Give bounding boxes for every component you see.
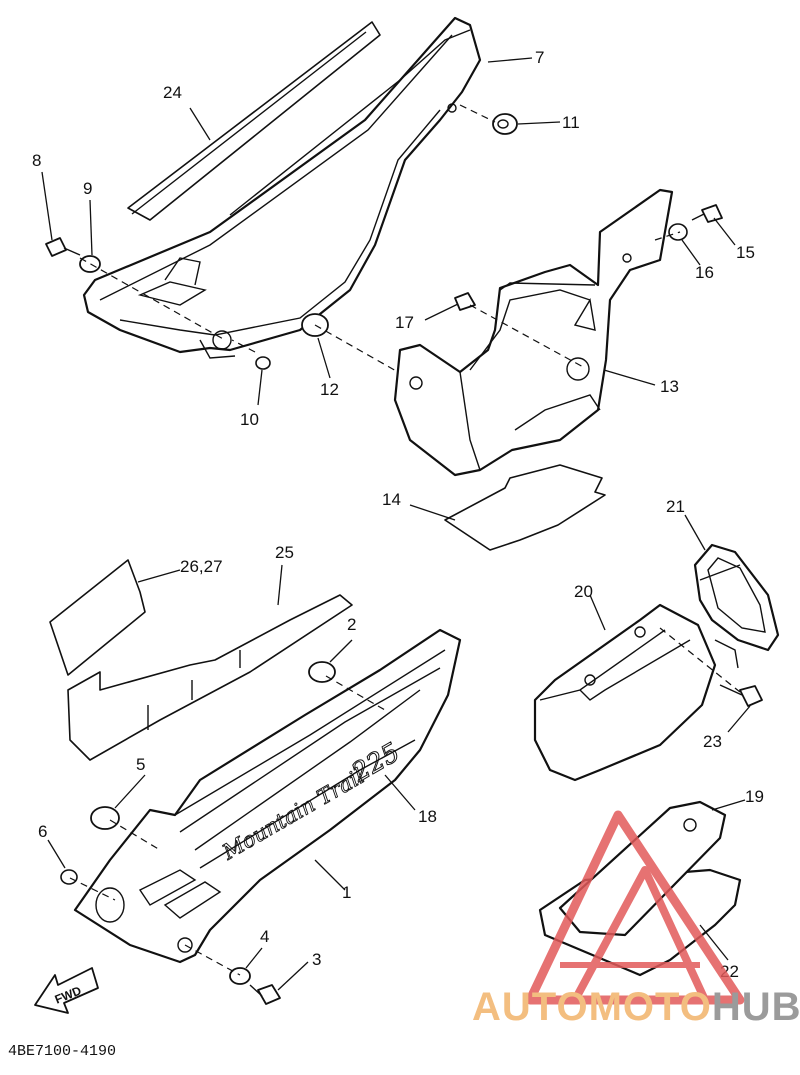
callout-1: 1	[342, 883, 351, 902]
tool-box-20	[533, 603, 717, 782]
callout-labels: 7 11 24 8 9 10 12 17 13 15 16 14 26,27 2…	[32, 48, 764, 981]
callout-17: 17	[395, 313, 414, 332]
upper-side-cover	[82, 16, 482, 359]
callout-8: 8	[32, 151, 41, 170]
callout-16: 16	[695, 263, 714, 282]
callout-10: 10	[240, 410, 259, 429]
diagram-code: 4BE7100-4190	[8, 1043, 116, 1060]
watermark-logo-icon	[525, 810, 745, 1005]
watermark-text: AUTOMOTOHUB	[472, 985, 800, 1029]
callout-25: 25	[275, 543, 294, 562]
callout-12: 12	[320, 380, 339, 399]
fwd-arrow: FWD	[34, 967, 99, 1014]
upper-decal-24	[127, 21, 381, 221]
callout-20: 20	[574, 582, 593, 601]
callout-26-27: 26,27	[180, 557, 223, 576]
seal-14	[444, 464, 606, 551]
watermark-suffix: HUB	[712, 985, 800, 1029]
callout-13: 13	[660, 377, 679, 396]
callout-19: 19	[745, 787, 764, 806]
callout-2: 2	[347, 615, 356, 634]
handle-21	[693, 543, 780, 669]
lower-side-cover	[73, 628, 462, 964]
callout-6: 6	[38, 822, 47, 841]
callout-15: 15	[736, 243, 755, 262]
callout-24: 24	[163, 83, 182, 102]
assembly-lines	[69, 104, 741, 976]
callout-18: 18	[418, 807, 437, 826]
watermark: AUTOMOTOHUB	[472, 810, 800, 1029]
callout-4: 4	[260, 927, 269, 946]
callout-3: 3	[312, 950, 321, 969]
callout-14: 14	[382, 490, 401, 509]
callout-5: 5	[136, 755, 145, 774]
leader-lines	[41, 57, 751, 991]
callout-21: 21	[666, 497, 685, 516]
callout-7: 7	[535, 48, 544, 67]
callout-23: 23	[703, 732, 722, 751]
watermark-prefix: AUTOMOTO	[472, 985, 712, 1029]
decal-25	[67, 594, 353, 761]
callout-9: 9	[83, 179, 92, 198]
callout-11: 11	[562, 113, 580, 132]
side-cover-13	[393, 188, 674, 477]
decal-26-27	[49, 559, 146, 676]
